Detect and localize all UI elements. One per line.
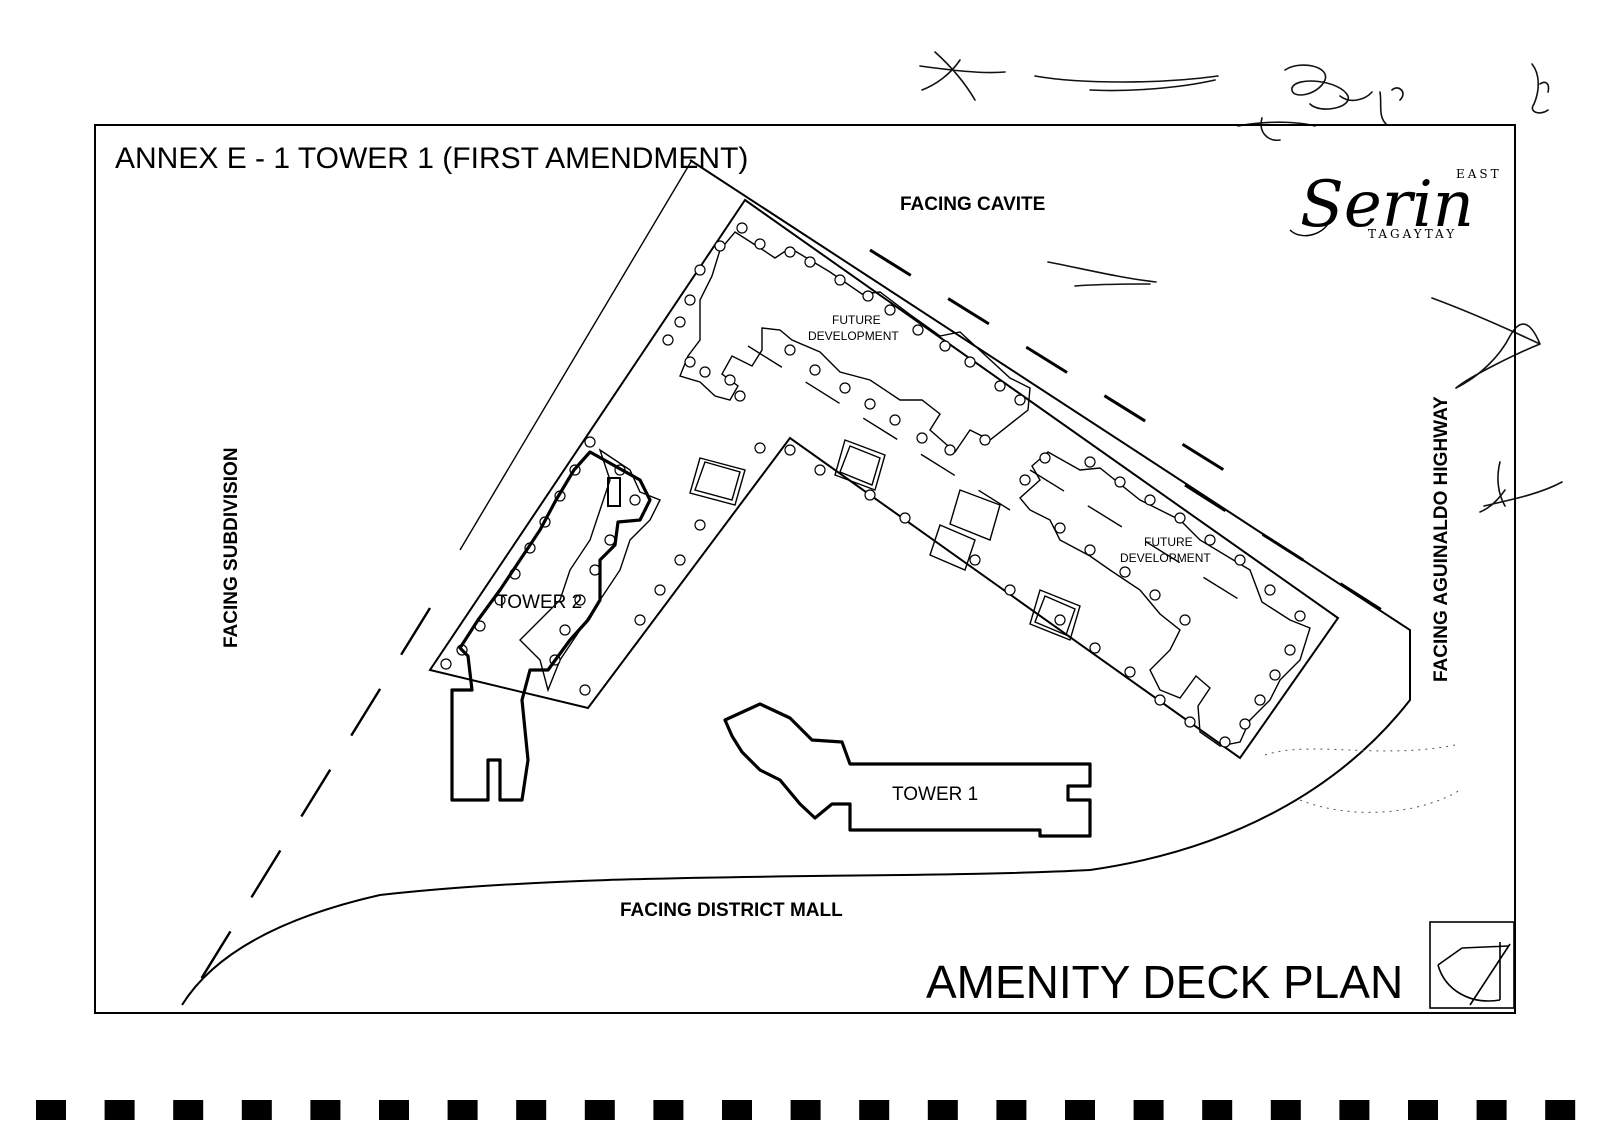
- label-future-development-2a: FUTURE: [1144, 535, 1193, 549]
- strip-block: [1339, 1100, 1370, 1120]
- strip-block: [379, 1100, 409, 1120]
- strip-block: [173, 1100, 204, 1120]
- label-facing-district-mall: FACING DISTRICT MALL: [620, 900, 843, 921]
- label-future-development-2b: DEVELOPMENT: [1120, 551, 1211, 565]
- strip-block: [1270, 1100, 1301, 1120]
- strip-block: [36, 1100, 66, 1120]
- landscape-trees: [440, 222, 1306, 748]
- strip-block: [584, 1100, 615, 1120]
- logo-subtitle: TAGAYTAY: [1368, 227, 1457, 241]
- strip-block: [653, 1100, 684, 1120]
- amenity-deck-outline: [428, 198, 1411, 760]
- strip-block: [927, 1100, 958, 1120]
- strip-block: [241, 1100, 272, 1120]
- site-boundary: [181, 159, 1411, 1006]
- serin-logo: EAST Serin TAGAYTAY: [1289, 167, 1502, 242]
- signature-marks: [919, 51, 1563, 513]
- label-tower-1: TOWER 1: [892, 784, 978, 805]
- strip-block: [1545, 1100, 1576, 1120]
- annex-title: ANNEX E - 1 TOWER 1 (FIRST AMENDMENT): [115, 142, 748, 175]
- strip-block: [722, 1100, 752, 1120]
- plan-title: AMENITY DECK PLAN: [926, 956, 1403, 1008]
- logo-script: Serin: [1300, 168, 1474, 242]
- strip-block: [1065, 1100, 1095, 1120]
- strip-block: [790, 1100, 821, 1120]
- strip-block: [1476, 1100, 1507, 1120]
- label-future-development-1b: DEVELOPMENT: [808, 329, 899, 343]
- strip-block: [447, 1100, 478, 1120]
- page-edge-strip: [36, 1100, 1576, 1120]
- strip-block: [310, 1100, 341, 1120]
- roadway-arc: [1264, 744, 1461, 813]
- label-tower-2: TOWER 2: [496, 592, 582, 613]
- plan-frame: [94, 124, 1516, 1014]
- strip-block: [859, 1100, 890, 1120]
- strip-block: [1133, 1100, 1164, 1120]
- logo-small-top: EAST: [1456, 167, 1502, 181]
- label-facing-cavite: FACING CAVITE: [900, 194, 1045, 215]
- tower-2-outline: [450, 450, 652, 802]
- north-arrow-icon: [1429, 921, 1515, 1009]
- label-facing-subdivision: FACING SUBDIVISION: [221, 447, 242, 648]
- strip-block: [1408, 1100, 1438, 1120]
- label-facing-highway: FACING AGUINALDO HIGHWAY: [1431, 396, 1452, 682]
- strip-block: [996, 1100, 1027, 1120]
- tower-1-outline: [723, 702, 1092, 838]
- strip-block: [1202, 1100, 1233, 1120]
- strip-block: [104, 1100, 135, 1120]
- label-future-development-1a: FUTURE: [832, 313, 881, 327]
- strip-block: [516, 1100, 547, 1120]
